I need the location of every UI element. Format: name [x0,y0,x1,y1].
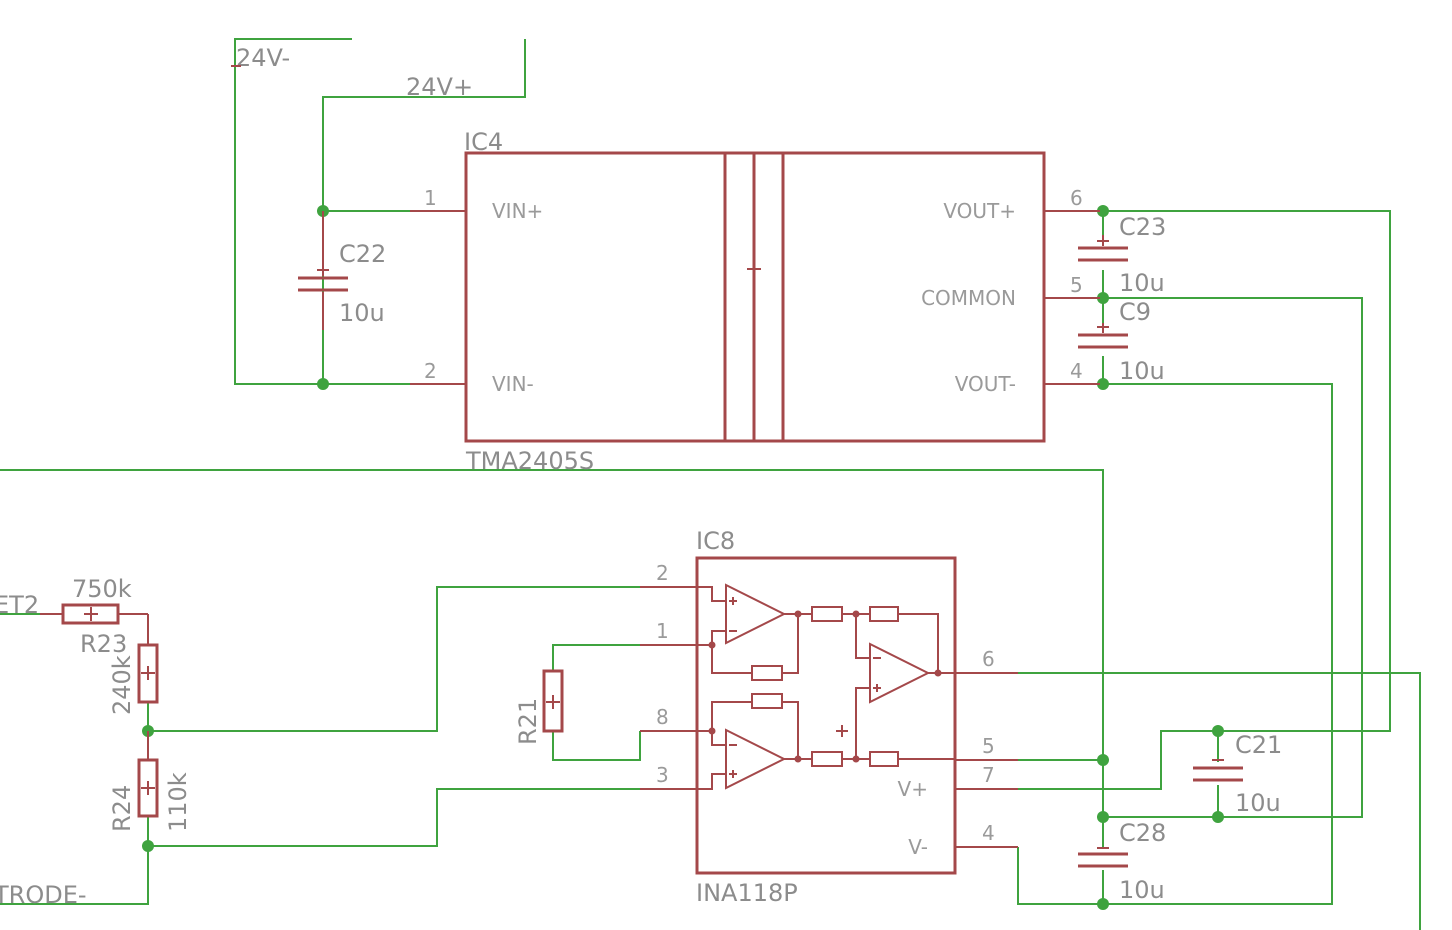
wire-reference [0,469,1104,817]
ic8-value: INA118P [696,879,798,907]
ic8-instrumentation-amp [640,556,1018,875]
ic4-pin-number-2: 2 [424,359,437,383]
capacitor-c21 [1193,759,1243,782]
ic4-name: IC4 [464,128,503,156]
ic8-pin-number-7: 7 [982,763,995,787]
ic4-pin-number-5: 5 [1070,273,1083,297]
ic4-pin-vout-pos: VOUT+ [943,199,1016,223]
c28-name: C28 [1119,819,1166,847]
ic8-pin-number-1: 1 [656,619,669,643]
ic4-pin-number-1: 1 [424,186,437,210]
capacitor-c9 [1078,323,1128,349]
c23-name: C23 [1119,213,1166,241]
c9-value: 10u [1119,357,1165,385]
r24-name: R24 [108,785,136,832]
resistor-r24 [137,731,159,818]
ic4-value: TMA2405S [465,447,594,475]
wire-common [1103,297,1363,818]
wire-c21-top [1161,730,1219,762]
capacitor-c28 [1078,847,1128,868]
c23-value: 10u [1119,269,1165,297]
c28-value: 10u [1119,876,1165,904]
wire-in-pos [148,586,640,732]
net-label-et2: ET2 [0,591,39,619]
wire-r21-top [552,644,640,671]
wire-output [1018,672,1421,930]
resistor-r21 [542,669,564,733]
net-label-24v-pos: 24V+ [406,73,473,101]
ic8-pin-number-4: 4 [982,821,995,845]
capacitor-c23 [1078,235,1128,262]
resistor-240k [137,643,159,704]
ic8-name: IC8 [696,527,735,555]
junctions [142,205,1224,910]
ic8-pin-vpos: V+ [898,777,928,801]
wire-pin4 [1017,847,1103,905]
wire-vout-neg [1103,383,1333,905]
ic4-pin-vout-neg: VOUT- [955,372,1016,396]
ic8-pin-vneg: V- [908,835,928,859]
ic4-pin-vin-neg: VIN- [492,372,534,396]
wire-in-neg [148,788,640,847]
r24-value: 110k [164,772,192,832]
ic4-pin-vin-pos: VIN+ [492,199,543,223]
resistor-r23 [40,603,149,645]
wire-r21-bottom [552,731,641,761]
wire-trode [0,846,149,905]
c9-name: C9 [1119,298,1151,326]
wire-vout-pos [1018,210,1391,790]
ic4-pin-common: COMMON [921,286,1016,310]
resistor-240k-value: 240k [108,655,136,715]
r23-value: 750k [72,575,132,603]
r23-name: R23 [80,630,127,658]
r21-name: R21 [514,698,542,745]
net-label-trode: TRODE- [0,881,87,909]
c21-name: C21 [1235,731,1282,759]
c22-value: 10u [339,299,385,327]
ic8-pin-number-3: 3 [656,763,669,787]
net-label-24v-neg: 24V- [236,44,290,72]
c21-value: 10u [1235,789,1281,817]
ic8-pin-number-5: 5 [982,734,995,758]
capacitor-c22 [298,211,348,330]
ic4-dc-converter [410,151,1100,443]
c22-name: C22 [339,240,386,268]
labels: 24V- 24V+ IC4 TMA2405S VIN+ VIN- VOUT+ C… [0,44,1282,909]
ic8-pin-number-6: 6 [982,647,995,671]
ic4-pin-number-4: 4 [1070,359,1083,383]
ic8-pin-number-2: 2 [656,561,669,585]
ic4-pin-number-6: 6 [1070,186,1083,210]
ic8-pin-number-8: 8 [656,705,669,729]
wires [0,38,1421,930]
